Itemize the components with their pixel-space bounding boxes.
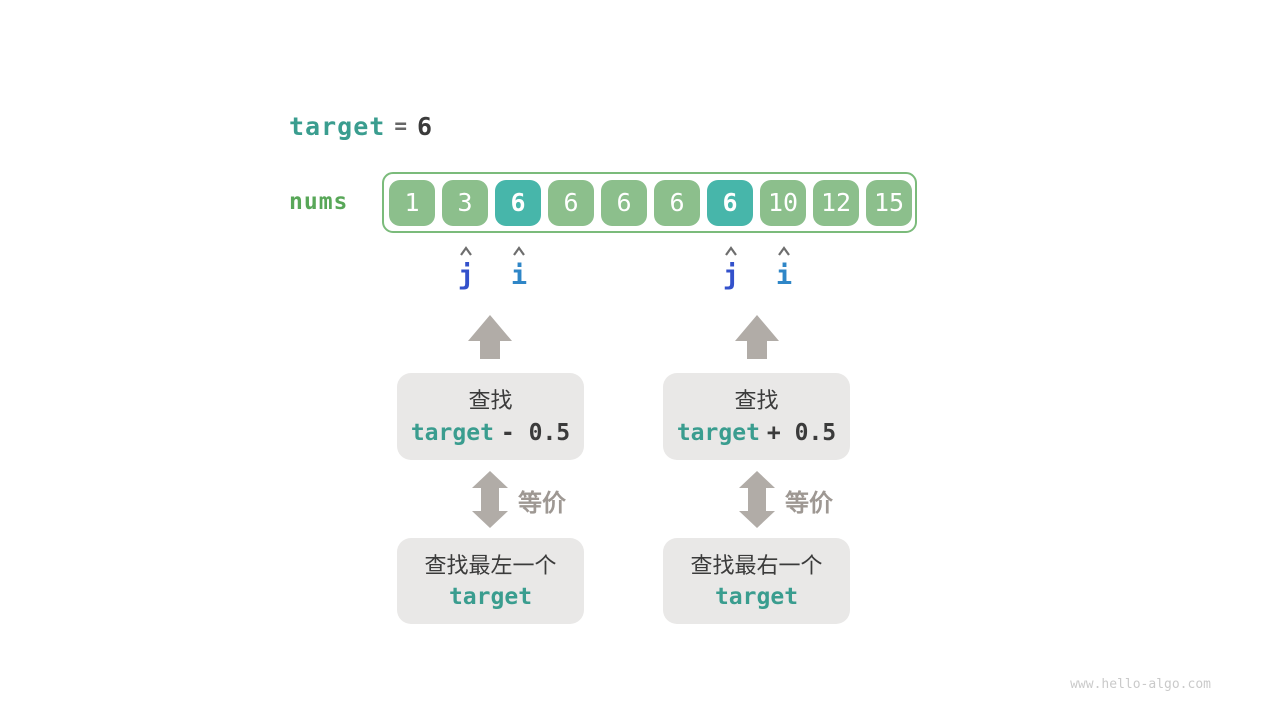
array-cell: 6	[707, 179, 753, 226]
array-cell: 6	[548, 179, 594, 226]
search-minus-box: 查找 target- 0.5	[397, 373, 584, 460]
array-cell: 1	[389, 179, 435, 226]
pointer-j-left: j	[457, 260, 475, 291]
pointer-i-right: i	[775, 260, 793, 291]
find-leftmost-box: 查找最左一个 target	[397, 538, 584, 624]
array-cell: 6	[601, 179, 647, 226]
operator-token: + 0.5	[766, 419, 837, 446]
find-rightmost-label: 查找最右一个	[690, 552, 823, 578]
pointer-j-right: j	[722, 260, 740, 291]
caret-up-icon	[725, 246, 737, 256]
watermark: www.hello-algo.com	[1070, 677, 1211, 692]
caret-up-icon	[778, 246, 790, 256]
target-token: target	[676, 419, 760, 446]
search-expression: target- 0.5	[411, 420, 570, 446]
equivalence-label-right: 等价	[785, 490, 833, 517]
target-variable: target	[289, 112, 386, 141]
array-cell: 15	[866, 179, 912, 226]
double-arrow-icon	[472, 471, 508, 528]
target-code: target	[715, 584, 798, 610]
target-value: 6	[416, 112, 434, 141]
array-cell: 3	[442, 179, 488, 226]
operator-token: - 0.5	[500, 419, 571, 446]
target-code: target	[449, 584, 532, 610]
array-cell: 10	[760, 179, 806, 226]
search-label: 查找	[468, 388, 513, 414]
pointer-i-left: i	[510, 260, 528, 291]
find-leftmost-label: 查找最左一个	[424, 552, 557, 578]
arrow-up-icon	[735, 315, 779, 359]
equals-sign: =	[394, 114, 408, 138]
nums-label: nums	[289, 189, 349, 215]
target-token: target	[448, 584, 533, 611]
equivalence-label-left: 等价	[518, 490, 566, 517]
target-assignment: target = 6	[289, 112, 433, 141]
caret-up-icon	[460, 246, 472, 256]
target-token: target	[410, 419, 494, 446]
search-label: 查找	[734, 388, 779, 414]
caret-up-icon	[513, 246, 525, 256]
arrow-up-icon	[468, 315, 512, 359]
find-rightmost-box: 查找最右一个 target	[663, 538, 850, 624]
search-plus-box: 查找 target+ 0.5	[663, 373, 850, 460]
target-token: target	[714, 584, 799, 611]
array-cell: 6	[495, 179, 541, 226]
double-arrow-icon	[739, 471, 775, 528]
array-cell: 12	[813, 179, 859, 226]
array-cell: 6	[654, 179, 700, 226]
search-expression: target+ 0.5	[677, 420, 836, 446]
